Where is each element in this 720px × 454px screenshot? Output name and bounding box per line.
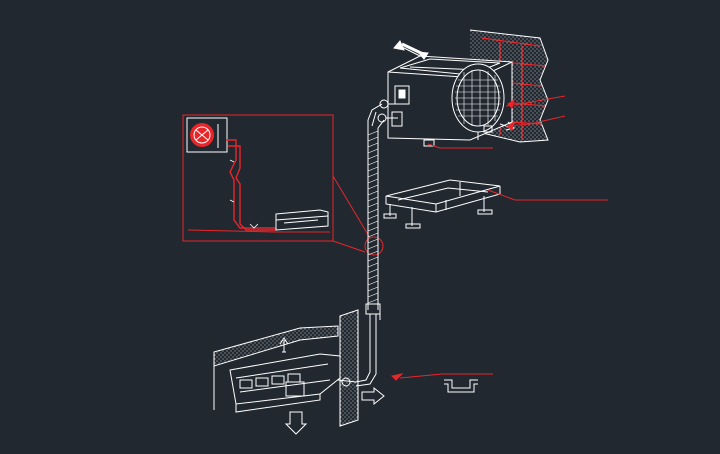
inset-indoor-unit-icon	[275, 209, 329, 231]
leader-lines	[390, 95, 608, 381]
wall-section	[339, 309, 359, 427]
outdoor-unit	[371, 29, 549, 147]
mounting-bracket	[383, 179, 501, 229]
inset-outdoor-unit-icon	[186, 117, 228, 153]
double-arrow-horizontal-icon	[393, 40, 429, 60]
refrigerant-pipe	[355, 103, 385, 387]
drain-trap-icon	[444, 379, 478, 393]
fan-grille-icon	[451, 63, 505, 133]
detail-inset	[182, 114, 334, 242]
detail-callout	[332, 175, 384, 256]
arrow-right-icon	[361, 386, 385, 406]
service-valves-icon	[371, 99, 403, 127]
indoor-unit	[213, 325, 357, 413]
arrow-up-icon	[279, 337, 289, 353]
arrow-down-icon	[284, 411, 308, 435]
